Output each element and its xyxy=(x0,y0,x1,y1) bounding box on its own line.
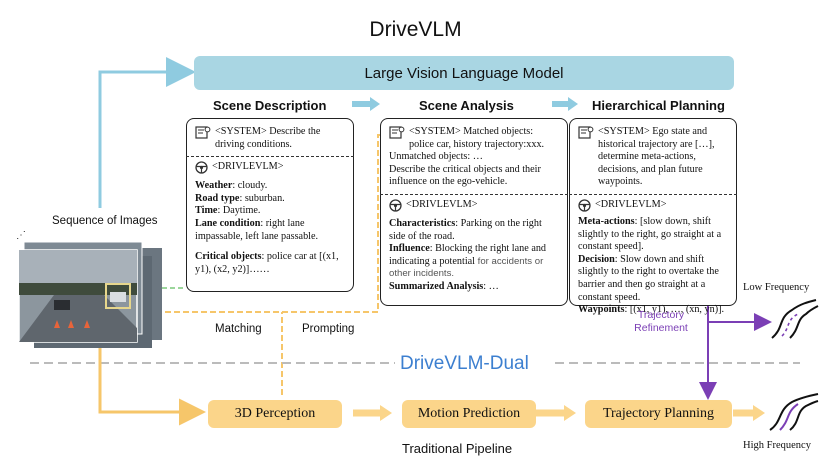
summarized-analysis-value: : … xyxy=(483,280,499,292)
weather-key: Weather xyxy=(195,180,233,192)
stage-scene-description: Scene Description xyxy=(213,98,327,113)
box2-tag: <DRIVLEVLM> xyxy=(406,198,478,210)
box3-system-text: <SYSTEM> Ego state and historical trajec… xyxy=(598,126,715,188)
influence-value-gray: for accidents or other incidents. xyxy=(389,255,544,280)
critical-objects-key: Critical objects xyxy=(195,251,262,263)
lane-condition-value: : right lane impassable, left lane passa… xyxy=(195,217,319,242)
waypoints-value: : [(x1, y1), …, (xn, yn)]. xyxy=(624,304,725,316)
influence-key: Influence xyxy=(389,243,430,255)
traditional-pipeline-label: Traditional Pipeline xyxy=(402,441,513,456)
influence-value: : Blocking the right lane and indicating… xyxy=(389,243,547,267)
steering-wheel-icon xyxy=(195,161,208,174)
lane-condition-key: Lane condition xyxy=(195,217,261,229)
road-type-key: Road type xyxy=(195,192,240,204)
scene-description-box: <SYSTEM> Describe the driving conditions… xyxy=(186,118,354,292)
box2-unmatched: Unmatched objects: … xyxy=(389,151,483,163)
meta-actions-value: : [slow down, shift slightly to the righ… xyxy=(578,215,722,253)
high-frequency-road-icon xyxy=(769,393,819,431)
drivevlm-dual-label: DriveVLM-Dual xyxy=(400,353,529,374)
low-frequency-road-icon xyxy=(771,299,819,339)
waypoints-key: Waypoints xyxy=(578,304,625,316)
stage-scene-analysis: Scene Analysis xyxy=(419,98,514,113)
critical-objects-value: : police car at [(x1, y1), (x2, y2)]…… xyxy=(195,251,339,275)
blue-input-arrow xyxy=(98,57,196,208)
scene-analysis-box: <SYSTEM> Matched objects: police car, hi… xyxy=(380,118,568,306)
box2-system-text: <SYSTEM> Matched objects: police car, hi… xyxy=(409,126,545,150)
stage-hierarchical-planning: Hierarchical Planning xyxy=(592,98,725,113)
prompting-label: Prompting xyxy=(302,323,355,335)
characteristics-key: Characteristics xyxy=(389,217,456,229)
document-gear-icon xyxy=(195,126,211,139)
low-frequency-label: Low Frequency xyxy=(743,282,810,293)
matching-label: Matching xyxy=(215,323,262,335)
box1-system-text: <SYSTEM> Describe the driving conditions… xyxy=(215,126,321,150)
characteristics-value: : Parking on the right side of the road. xyxy=(389,217,542,242)
sequence-label: Sequence of Images xyxy=(52,215,158,227)
trajectory-refinement-label: Trajectory Refinement xyxy=(634,309,688,334)
high-frequency-label: High Frequency xyxy=(743,440,811,451)
box1-tag: <DRIVLEVLM> xyxy=(212,161,284,173)
image-sequence: ⋰ xyxy=(16,230,162,348)
box3-tag: <DRIVLEVLM> xyxy=(595,198,667,210)
lvlm-bar: Large Vision Language Model xyxy=(194,56,734,90)
perception-block: 3D Perception xyxy=(208,400,342,428)
box2-describe: Describe the critical objects and their … xyxy=(389,163,541,188)
time-key: Time xyxy=(195,205,218,217)
document-gear-icon xyxy=(578,126,594,139)
document-gear-icon xyxy=(389,126,405,139)
hierarchical-planning-box: <SYSTEM> Ego state and historical trajec… xyxy=(569,118,737,315)
steering-wheel-icon xyxy=(578,199,591,212)
decision-value: : Slow down and shift slightly to the ri… xyxy=(578,253,719,303)
diagram-title: DriveVLM xyxy=(369,18,462,41)
time-value: : Daytime. xyxy=(217,205,261,217)
orange-input-arrow xyxy=(98,345,206,426)
steering-wheel-icon xyxy=(389,199,402,212)
trajectory-planning-block: Trajectory Planning xyxy=(585,400,732,428)
summarized-analysis-key: Summarized Analysis xyxy=(389,280,484,292)
weather-value: : cloudy. xyxy=(232,180,268,192)
decision-key: Decision xyxy=(578,253,615,265)
meta-actions-key: Meta-actions xyxy=(578,215,635,227)
motion-prediction-block: Motion Prediction xyxy=(402,400,536,428)
road-type-value: : suburban. xyxy=(239,192,285,204)
svg-text:⋰: ⋰ xyxy=(16,230,26,241)
